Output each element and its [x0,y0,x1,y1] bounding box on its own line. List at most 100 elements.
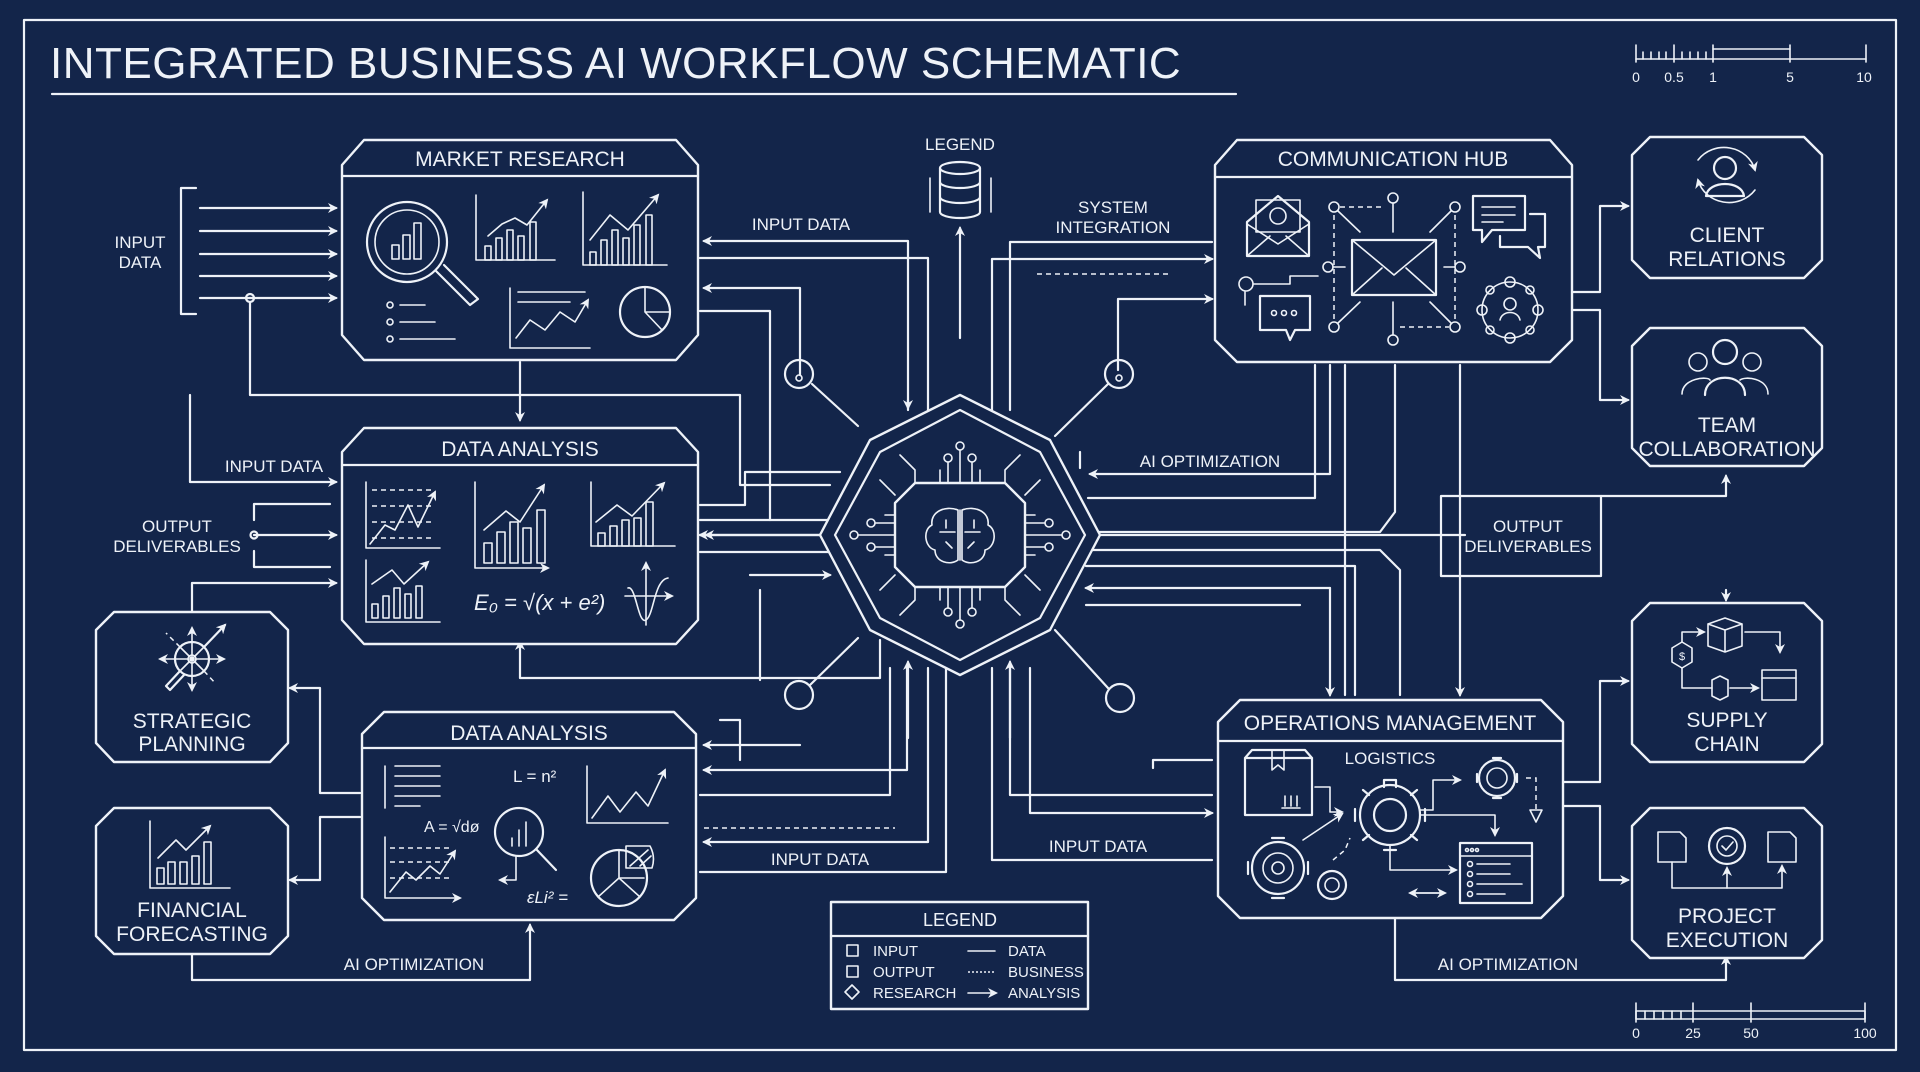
module-title: DATA ANALYSIS [450,722,608,745]
dashboard-list-icon [1458,841,1534,905]
speech-dots-icon [1238,275,1319,342]
outcome-label-line2: CHAIN [1694,733,1759,756]
bar-trend-chart-icon [582,191,668,266]
flow-label: LEGEND [925,135,995,154]
outcome-team-collaboration[interactable]: TEAM COLLABORATION [1630,326,1824,468]
bar-line-chart-icon [475,194,556,261]
module-subtitle: LOGISTICS [1345,749,1436,768]
module-market-research[interactable]: MARKET RESEARCH [340,138,700,362]
page-title: INTEGRATED BUSINESS AI WORKFLOW SCHEMATI… [50,39,1181,88]
gear-tiny-icon [1316,869,1348,901]
legend-title: LEGEND [923,910,997,930]
formula-text: E₀ = √(x + e²) [474,590,605,615]
team-people-icon [1681,338,1769,397]
module-data-analysis-bottom[interactable]: DATA ANALYSIS L = n² A = √dø εLi² = [360,710,698,922]
flow-label: AI OPTIMIZATION [1140,452,1280,471]
legend-shape-label: INPUT [873,943,918,960]
legend-square-icon [846,944,859,957]
flow-label: DELIVERABLES [113,537,241,556]
module-data-analysis-top[interactable]: DATA ANALYSIS E₀ = √(x + e²) [340,426,700,646]
database-icon [929,160,992,220]
outcome-supply-chain[interactable]: $ SUPPLY CHAIN [1630,601,1824,764]
supply-flow-icon: $ [1671,617,1797,701]
flow-label: DELIVERABLES [1464,537,1592,556]
formula-text: L = n² [513,767,557,786]
outcome-strategic-planning[interactable]: STRATEGIC PLANNING [94,610,290,764]
project-flow-icon [1657,826,1797,889]
flow-label: AI OPTIMIZATION [1438,955,1578,974]
flow-label: INTEGRATION [1056,218,1171,237]
legend-line-label: BUSINESS [1008,964,1084,981]
flow-label: OUTPUT [142,517,212,536]
pie-chart-icon [618,285,672,339]
brain-icon [925,507,995,564]
flow-label: INPUT [115,233,166,252]
flow-labels: INPUT DATA INPUT DATA OUTPUT DELIVERABLE… [113,135,1592,974]
formula-text: A = √dø [424,819,480,836]
bar-chart-small-icon [365,559,441,623]
outcome-label-line1: STRATEGIC [133,710,252,733]
outcome-label-line1: FINANCIAL [137,899,247,922]
scale-top-tick: 5 [1786,69,1794,85]
gear-small-icon [1475,756,1519,800]
gear-lifebuoy-icon [1246,836,1310,900]
scale-bottom-tick: 0 [1632,1025,1640,1041]
outcome-label-line2: RELATIONS [1668,248,1785,271]
outcome-financial-forecasting[interactable]: FINANCIAL FORECASTING [94,806,290,956]
flow-label: INPUT DATA [1049,837,1148,856]
magnifier-chart-icon [365,200,480,307]
outcome-label-line1: SUPPLY [1686,709,1767,732]
email-at-icon [1245,194,1311,258]
outer-frame [22,18,1898,1052]
scale-bottom-tick: 50 [1743,1025,1759,1041]
scale-top-tick: 10 [1856,69,1872,85]
pie-chart-icon [589,845,655,908]
outcome-label-line2: COLLABORATION [1639,438,1816,461]
magnifier-chart-icon [493,806,558,885]
outcome-label-line2: EXECUTION [1666,929,1789,952]
module-title: OPERATIONS MANAGEMENT [1244,712,1537,735]
legend-box: LEGEND INPUT OUTPUT RESEARCH DATA BUSINE… [829,900,1090,1011]
envelope-network-icon [1322,192,1466,346]
client-cycle-icon [1695,146,1758,204]
text-lines-icon [384,765,441,809]
outcome-client-relations[interactable]: CLIENT RELATIONS [1630,135,1824,280]
line-chart-icon [384,836,462,903]
legend-shape-label: OUTPUT [873,964,935,981]
scale-bottom-tick: 100 [1853,1025,1877,1041]
zigzag-chart-icon [586,765,669,824]
flow-label: SYSTEM [1078,198,1148,217]
legend-line-label: ANALYSIS [1008,985,1080,1002]
legend-line-label: DATA [1008,943,1046,960]
module-title: COMMUNICATION HUB [1278,148,1509,171]
ship-wheel-icon [158,623,227,692]
chat-bubbles-icon [1471,194,1547,260]
legend-diamond-icon [844,984,860,1000]
scale-top-tick: 0.5 [1664,69,1684,85]
line-chart-icon [365,481,441,549]
central-ai-hub [818,393,1102,677]
module-title: DATA ANALYSIS [441,438,599,461]
flow-label: DATA [119,253,162,272]
scale-top-tick: 0 [1632,69,1640,85]
flow-label: INPUT DATA [225,457,324,476]
outcome-label-line1: CLIENT [1690,224,1765,247]
legend-shape-label: RESEARCH [873,985,956,1002]
flow-label: AI OPTIMIZATION [344,955,484,974]
formula-text: εLi² = [527,888,568,907]
outcome-project-execution[interactable]: PROJECT EXECUTION [1630,806,1824,960]
svg-text:$: $ [1679,651,1685,663]
trend-chart-icon [509,287,591,349]
outcome-label-line2: PLANNING [138,733,245,756]
outcome-label-line2: FORECASTING [116,923,268,946]
module-operations-management[interactable]: OPERATIONS MANAGEMENT LOGISTICS [1216,698,1565,920]
network-people-icon [1476,276,1544,344]
bar-chart-icon [474,481,550,573]
bullet-list-icon [386,301,456,343]
package-box-icon [1243,748,1314,817]
legend-square-icon [846,965,859,978]
flow-label: INPUT DATA [771,850,870,869]
module-communication-hub[interactable]: COMMUNICATION HUB [1213,138,1574,364]
outcome-label-line1: TEAM [1698,414,1756,437]
